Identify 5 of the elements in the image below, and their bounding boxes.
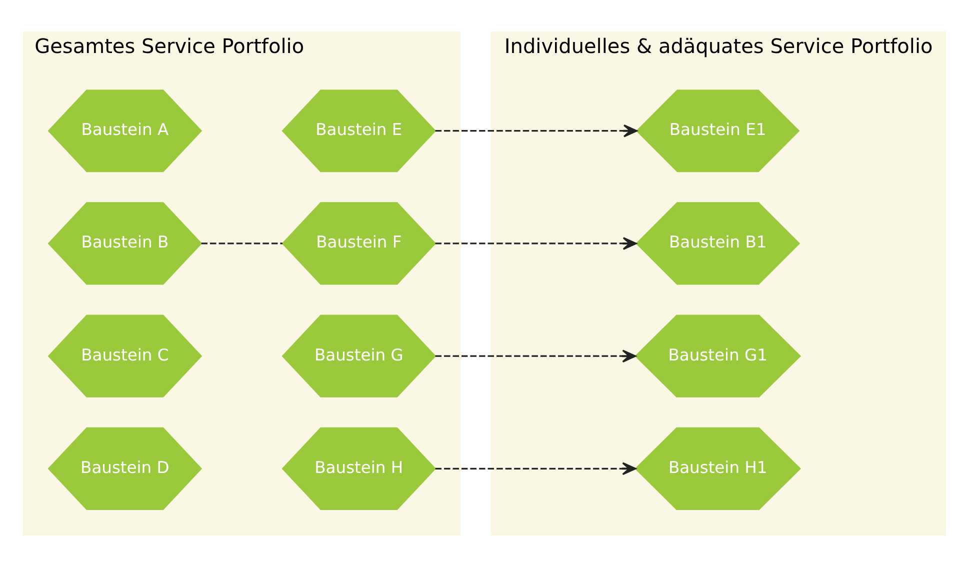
- arrow: [435, 237, 637, 250]
- arrow: [435, 350, 636, 363]
- connector: [201, 242, 282, 244]
- arrow: [435, 462, 636, 476]
- arrow: [435, 124, 638, 138]
